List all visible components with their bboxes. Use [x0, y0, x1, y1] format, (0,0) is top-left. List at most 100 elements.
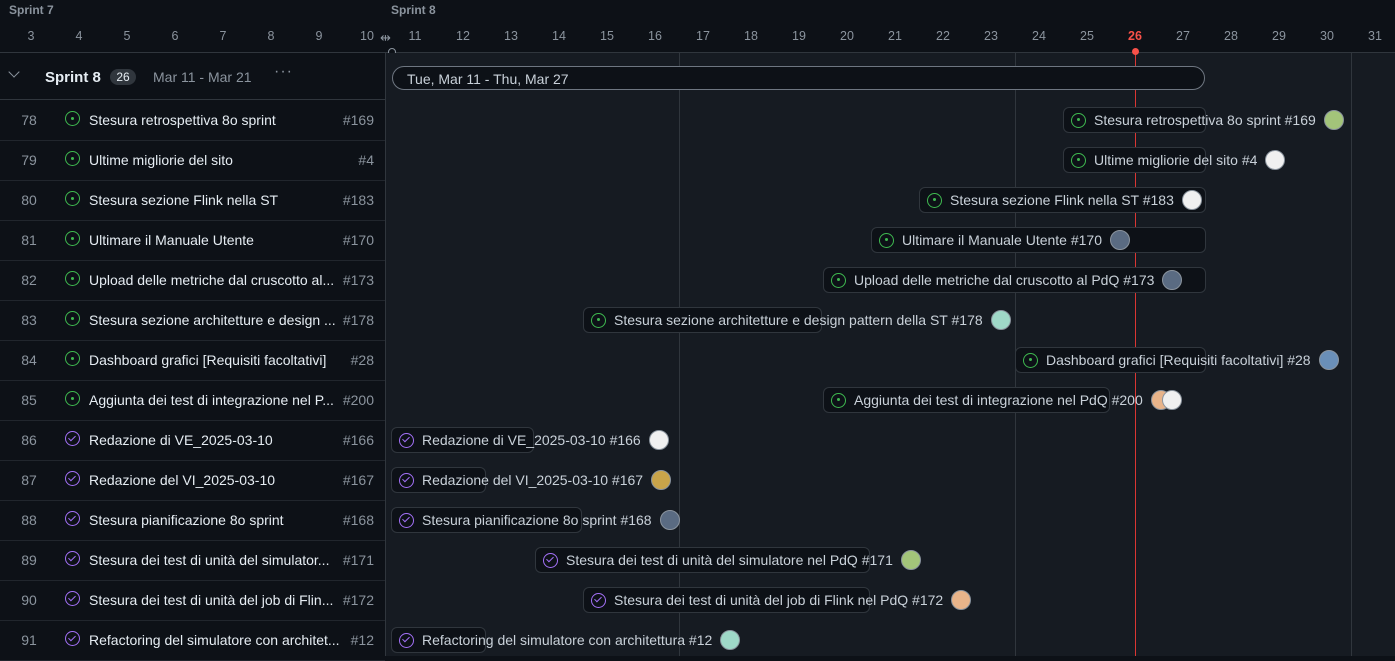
row-number: 81 [21, 232, 37, 248]
issue-title[interactable]: Refactoring del simulatore con architet.… [89, 632, 340, 648]
timeline-bar[interactable] [583, 587, 870, 613]
timeline-bar[interactable] [1063, 107, 1206, 133]
sprint-range-bar[interactable]: Tue, Mar 11 - Thu, Mar 27 [392, 66, 1205, 90]
issue-closed-icon [399, 512, 414, 528]
issue-title[interactable]: Redazione di VE_2025-03-10 [89, 432, 273, 448]
timeline-bar[interactable] [871, 227, 1206, 253]
issue-title[interactable]: Stesura sezione architetture e design ..… [89, 312, 336, 328]
avatar[interactable] [1318, 350, 1339, 370]
avatar[interactable] [1161, 390, 1182, 410]
avatar[interactable] [1265, 150, 1286, 170]
bar-label-text: Redazione del VI_2025-03-10 #167 [422, 472, 644, 488]
avatar[interactable] [1181, 190, 1202, 210]
issue-title[interactable]: Redazione del VI_2025-03-10 [89, 472, 275, 488]
sprint-range-label: Tue, Mar 11 - Thu, Mar 27 [407, 71, 569, 87]
group-header-sprint-8[interactable]: Sprint 8 26 Mar 11 - Mar 21 ··· [0, 53, 385, 100]
chevron-down-icon[interactable] [8, 66, 20, 78]
timeline-bar-label[interactable]: Stesura pianificazione 8o sprint #168 [399, 507, 680, 533]
timeline-bar[interactable] [391, 467, 486, 493]
timeline-bar[interactable] [823, 387, 1110, 413]
issue-title[interactable]: Stesura retrospettiva 8o sprint [89, 112, 276, 128]
day-label: 18 [744, 29, 758, 43]
timeline-bar-label[interactable]: Ultimare il Manuale Utente #170 [879, 227, 1130, 253]
avatar[interactable] [951, 590, 972, 610]
more-options-icon[interactable]: ··· [274, 63, 293, 80]
table-row[interactable]: 85 Aggiunta dei test di integrazione nel … [0, 380, 385, 421]
timeline-bar-label[interactable]: Refactoring del simulatore con architett… [399, 627, 741, 653]
week-divider [1351, 53, 1352, 656]
issue-number: #166 [342, 432, 374, 448]
avatar[interactable] [1323, 110, 1344, 130]
timeline-bar-label[interactable]: Stesura sezione Flink nella ST #183 [927, 187, 1202, 213]
avatar[interactable] [651, 470, 672, 490]
avatar[interactable] [648, 430, 669, 450]
row-number: 88 [21, 512, 37, 528]
issue-open-icon [879, 232, 894, 248]
timeline-bar-label[interactable]: Redazione del VI_2025-03-10 #167 [399, 467, 672, 493]
bar-label-text: Dashboard grafici [Requisiti facoltativi… [1046, 352, 1311, 368]
issue-title[interactable]: Stesura sezione Flink nella ST [89, 192, 278, 208]
timeline-bar-label[interactable]: Stesura dei test di unità del job di Fli… [591, 587, 972, 613]
timeline-bar[interactable] [391, 507, 582, 533]
row-number: 85 [21, 392, 37, 408]
issue-open-icon [65, 151, 80, 166]
timeline-bar[interactable] [391, 427, 534, 453]
timeline-bar-label[interactable]: Dashboard grafici [Requisiti facoltativi… [1023, 347, 1339, 373]
day-label: 5 [123, 29, 131, 43]
issue-open-icon [65, 231, 80, 246]
bar-label-text: Aggiunta dei test di integrazione nel Pd… [854, 392, 1143, 408]
avatar[interactable] [720, 630, 741, 650]
row-number: 80 [21, 192, 37, 208]
timeline-bar[interactable] [1015, 347, 1206, 373]
avatar[interactable] [659, 510, 680, 530]
avatar[interactable] [990, 310, 1011, 330]
issue-title[interactable]: Upload delle metriche dal cruscotto al..… [89, 272, 334, 288]
issue-title-text: Ultimare il Manuale Utente [89, 232, 254, 248]
timeline-bar-label[interactable]: Stesura dei test di unità del simulatore… [543, 547, 921, 573]
bar-label-text: Upload delle metriche dal cruscotto al P… [854, 272, 1155, 288]
issue-open-icon [65, 351, 80, 366]
issue-title[interactable]: Aggiunta dei test di integrazione nel P.… [89, 392, 334, 408]
timeline-bar-label[interactable]: Stesura retrospettiva 8o sprint #169 [1071, 107, 1344, 133]
timeline-bar-label[interactable]: Stesura sezione architetture e design pa… [591, 307, 1011, 333]
issue-title[interactable]: Stesura dei test di unità del job di Fli… [89, 592, 333, 608]
timeline-bar-label[interactable]: Redazione di VE_2025-03-10 #166 [399, 427, 669, 453]
row-number: 78 [21, 112, 37, 128]
timeline-bar[interactable] [391, 627, 486, 653]
issue-title[interactable]: Ultimare il Manuale Utente [89, 232, 254, 248]
timeline-bar[interactable] [823, 267, 1206, 293]
bar-label-text: Refactoring del simulatore con architett… [422, 632, 713, 648]
bar-label-text: Redazione di VE_2025-03-10 #166 [422, 432, 641, 448]
resize-handle-icon[interactable]: ⇹ [380, 30, 391, 45]
issue-title[interactable]: Dashboard grafici [Requisiti facoltativi… [89, 352, 326, 368]
timeline-bar[interactable] [583, 307, 822, 333]
timeline-bar-label[interactable]: Upload delle metriche dal cruscotto al P… [831, 267, 1183, 293]
bar-label-text: Ultime migliorie del sito #4 [1094, 152, 1258, 168]
day-label: 4 [75, 29, 83, 43]
timeline-bar[interactable] [535, 547, 870, 573]
timeline-bar[interactable] [1063, 147, 1206, 173]
timeline-bar-label[interactable]: Ultime migliorie del sito #4 [1071, 147, 1286, 173]
avatar[interactable] [1110, 230, 1130, 250]
day-label: 25 [1080, 29, 1094, 43]
timeline-bar-label[interactable]: Aggiunta dei test di integrazione nel Pd… [831, 387, 1182, 413]
timeline-bar[interactable] [919, 187, 1206, 213]
issue-title[interactable]: Ultime migliorie del sito [89, 152, 233, 168]
issue-title[interactable]: Stesura dei test di unità del simulator.… [89, 552, 329, 568]
avatar[interactable] [1162, 270, 1183, 290]
avatar[interactable] [900, 550, 921, 570]
issue-title[interactable]: Stesura pianificazione 8o sprint [89, 512, 284, 528]
